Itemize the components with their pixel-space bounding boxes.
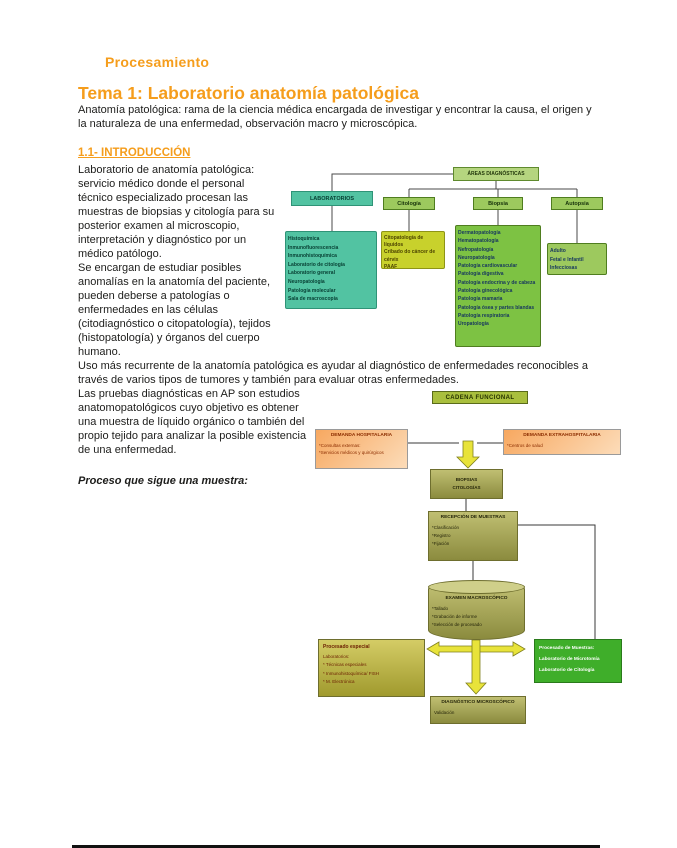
encargan-paragraph: Se encargan de estudiar posibles anomalí…: [78, 262, 271, 358]
examen-title: EXAMEN MACROSCÓPICO: [445, 596, 508, 601]
list-item: Uropatología: [458, 321, 489, 328]
areas-diagnosticas-box: ÁREAS DIAGNÓSTICAS: [453, 167, 539, 181]
list-item: *Tallado: [432, 606, 449, 611]
demanda-extrahospitalaria-title: DEMANDA EXTRAHOSPITALARIA: [523, 433, 601, 438]
page-edge-artifact: [72, 845, 600, 848]
list-item: PAAF: [384, 263, 398, 270]
list-item: Patología ginecológica: [458, 288, 513, 295]
proceso-section: CADENA FUNCIONAL DEMANDA HOSPITALARIA *C…: [78, 387, 641, 729]
recepcion-items: *Clasificación *Registro *Fijación: [432, 524, 514, 548]
list-item: Laboratorio de citología: [288, 261, 345, 268]
intro-section: ÁREAS DIAGNÓSTICAS LABORATORIOS Citologí…: [78, 163, 641, 387]
list-item: Neuropatología: [458, 254, 495, 261]
list-item: Neuropatología: [288, 278, 325, 285]
list-item: * Técnicas especiales: [323, 662, 367, 667]
down-arrow-icon: [456, 440, 480, 469]
autopsia-box: Autopsia: [551, 197, 603, 210]
diagnostico-microscopico-box: DIAGNÓSTICO MICROSCÓPICO Validación: [430, 696, 526, 724]
list-item: Laboratorios:: [323, 653, 350, 659]
demanda-extrahospitalaria-box: DEMANDA EXTRAHOSPITALARIA *Centros de sa…: [503, 429, 621, 455]
list-item: *Selección de procesado: [432, 622, 482, 627]
procesado-especial-items: Laboratorios: * Técnicas especiales * Inmu…: [323, 653, 420, 687]
list-item: Laboratorio de Citología: [539, 668, 595, 673]
list-item: BIOPSIAS: [455, 477, 478, 482]
uso-paragraph: Uso más recurrente de la anatomía patoló…: [78, 360, 588, 386]
recepcion-title: RECEPCIÓN DE MUESTRAS: [440, 515, 506, 520]
cadena-funcional-header: CADENA FUNCIONAL: [432, 391, 528, 404]
list-item: Histoquímica: [288, 236, 320, 242]
demanda-hospitalaria-box: DEMANDA HOSPITALARIA *Consultas externas…: [315, 429, 408, 469]
procesado-especial-title: Procesado especial: [323, 644, 370, 650]
page-title: Procesamiento: [105, 54, 210, 70]
split-down-arrow-icon: [465, 639, 487, 695]
left-right-arrow-icon: [426, 641, 526, 657]
list-item: Sala de macroscopía: [288, 296, 338, 303]
list-item: *Consultas externas:: [319, 442, 361, 448]
list-item: Nefropatología: [458, 246, 494, 253]
list-item: *Centros de salud: [507, 442, 543, 448]
list-item: Patología ósea y partes blandas: [458, 304, 535, 311]
procesado-especial-box: Procesado especial Laboratorios: * Técnic…: [318, 639, 425, 697]
list-item: *Fijación: [432, 541, 450, 546]
list-item: * Inmunohistoquímica/ FISH: [323, 670, 380, 676]
lab-paragraph: Laboratorio de anatomía patológica: serv…: [78, 164, 275, 260]
biopsia-box: Biopsia: [473, 197, 523, 210]
list-item: Patología molecular: [288, 287, 336, 294]
biopsias-citologias-box: BIOPSIAS CITOLOGÍAS: [430, 469, 503, 499]
list-item: Patología digestiva: [458, 271, 504, 278]
list-item: Hematopatología: [458, 238, 499, 245]
list-item: *Servicios médicos y quirúrgicos: [319, 450, 384, 455]
demanda-hospitalaria-title: DEMANDA HOSPITALARIA: [330, 433, 393, 438]
list-item: Inmunofluorescencia: [288, 244, 339, 251]
section-heading: 1.1- INTRODUCCIÓN: [78, 147, 191, 159]
cadena-funcional-diagram: CADENA FUNCIONAL DEMANDA HOSPITALARIA *C…: [313, 387, 641, 729]
list-item: *Grabación de informe: [432, 614, 478, 619]
list-item: Citopatología de líquidos: [384, 235, 424, 249]
procesado-muestras-box: Procesado de Muestras: Laboratorio de Mic…: [534, 639, 622, 683]
list-item: Infecciosas: [550, 265, 578, 272]
areas-diagnosticas-diagram: ÁREAS DIAGNÓSTICAS LABORATORIOS Citologí…: [283, 163, 641, 349]
list-item: Adulto: [550, 248, 566, 254]
list-item: Cribado do cáncer de cérvix: [384, 249, 436, 263]
list-item: *Registro: [432, 533, 451, 538]
list-item: Laboratorio general: [288, 270, 335, 277]
list-item: *Clasificación: [432, 525, 460, 530]
list-item: Fetal e Infantil: [550, 256, 584, 263]
list-item: * M. Electrónica: [323, 679, 355, 684]
examen-items: *Tallado *Grabación de informe *Selección …: [432, 605, 521, 629]
list-item: CITOLOGÍAS: [452, 485, 481, 490]
process-heading: Proceso que sigue una muestra:: [78, 475, 248, 487]
list-item: Patología cardiovascular: [458, 263, 518, 270]
intro-paragraph: Anatomía patológica: rama de la ciencia …: [78, 104, 592, 130]
list-item: Patología respiratoria: [458, 312, 510, 319]
connector-line: [518, 524, 596, 639]
demanda-hospitalaria-items: *Consultas externas: *Servicios médicos y…: [319, 442, 404, 457]
list-item: Laboratorio de Microtomía: [539, 657, 600, 662]
list-item: Procesado de Muestras:: [539, 646, 595, 651]
list-item: Patología mamaria: [458, 296, 503, 303]
pruebas-paragraph: Las pruebas diagnósticas en AP son estud…: [78, 388, 307, 456]
list-item: Patología endocrina y de cabeza: [458, 279, 536, 286]
list-item: Dermatopatología: [458, 230, 501, 236]
connector-line: [331, 173, 453, 191]
diagnostico-title: DIAGNÓSTICO MICROSCÓPICO: [441, 700, 515, 705]
diagnostico-sub: Validación: [434, 710, 455, 715]
page-subtitle: Tema 1: Laboratorio anatomía patológica: [78, 83, 419, 103]
page-content: Procesamiento Tema 1: Laboratorio anatom…: [78, 0, 641, 729]
list-item: Inmunohistoquímica: [288, 253, 337, 260]
recepcion-muestras-box: RECEPCIÓN DE MUESTRAS *Clasificación *Reg…: [428, 511, 518, 561]
citologia-box: Citología: [383, 197, 435, 210]
demanda-extrahospitalaria-items: *Centros de salud: [507, 442, 617, 450]
laboratorios-box: LABORATORIOS: [291, 191, 373, 206]
examen-macroscopico-cylinder: EXAMEN MACROSCÓPICO *Tallado *Grabación d…: [428, 580, 525, 640]
